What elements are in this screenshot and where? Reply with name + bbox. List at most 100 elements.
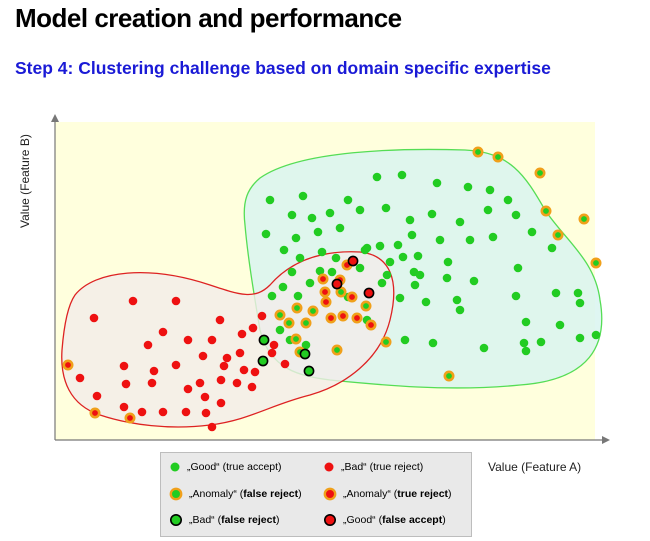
bad-point <box>143 340 153 350</box>
good-point <box>315 266 325 276</box>
bad-cluster-region <box>61 251 395 428</box>
bad-point <box>89 313 99 323</box>
legend-item-bad-false-reject: „Bad“ (false reject) <box>169 513 279 527</box>
good-point <box>395 293 405 303</box>
legend-marker-bad <box>324 462 334 472</box>
legend-item-anomaly-true-reject: „Anomaly“ (true reject) <box>323 487 452 501</box>
good-point <box>287 267 297 277</box>
legend-label-bold: true reject <box>397 488 449 500</box>
good-point <box>325 208 335 218</box>
good-point <box>317 247 327 257</box>
page-subtitle: Step 4: Clustering challenge based on do… <box>15 58 551 78</box>
legend-marker-anomaly-bad <box>323 487 337 501</box>
bad-point <box>257 311 267 321</box>
legend-label-bold: false accept <box>382 514 443 526</box>
good-point <box>421 297 431 307</box>
good-point <box>355 263 365 273</box>
legend-label-suffix: ) <box>298 488 302 500</box>
good-point <box>375 241 385 251</box>
good-point <box>382 270 392 280</box>
good-point <box>428 338 438 348</box>
good-point <box>405 215 415 225</box>
good-point <box>536 337 546 347</box>
bad-point <box>183 384 193 394</box>
bad-point <box>147 378 157 388</box>
good-point <box>335 223 345 233</box>
bad-point <box>250 367 260 377</box>
good-point <box>381 203 391 213</box>
anomaly-false-reject-point <box>578 213 590 225</box>
legend-label: „Anomaly“ ( <box>189 488 244 500</box>
bad-point <box>215 315 225 325</box>
good-point <box>407 230 417 240</box>
good-point <box>307 213 317 223</box>
good-point <box>435 235 445 245</box>
good-false-accept-point <box>347 255 359 267</box>
good-point <box>372 172 382 182</box>
good-point <box>343 195 353 205</box>
legend-label: „Good“ (true accept) <box>187 461 282 473</box>
legend-label-suffix: ) <box>275 514 280 526</box>
good-point <box>279 245 289 255</box>
bad-false-reject-point <box>258 334 270 346</box>
anomaly-true-reject-point <box>325 312 337 324</box>
good-point <box>432 178 442 188</box>
good-point <box>483 205 493 215</box>
anomaly-true-reject-point <box>365 319 377 331</box>
good-point <box>397 170 407 180</box>
good-point <box>551 288 561 298</box>
good-false-accept-point <box>363 287 375 299</box>
legend-marker-good <box>170 462 180 472</box>
good-point <box>278 282 288 292</box>
good-point <box>398 252 408 262</box>
bad-point <box>201 408 211 418</box>
bad-point <box>198 351 208 361</box>
x-axis-label: Value (Feature A) <box>488 460 582 474</box>
bad-point <box>280 359 290 369</box>
anomaly-true-reject-point <box>320 296 332 308</box>
bad-point <box>195 378 205 388</box>
y-axis-label: Value (Feature B) <box>18 134 32 228</box>
good-point <box>305 278 315 288</box>
anomaly-false-reject-point <box>335 286 347 298</box>
bad-point <box>121 379 131 389</box>
good-point <box>469 276 479 286</box>
anomaly-true-reject-point <box>124 412 136 424</box>
bad-point <box>171 296 181 306</box>
legend: „Good“ (true accept) „Bad“ (true reject)… <box>160 452 472 537</box>
bad-point <box>269 340 279 350</box>
good-false-accept-point <box>331 278 343 290</box>
good-point <box>393 240 403 250</box>
anomaly-false-reject-point <box>534 167 546 179</box>
anomaly-true-reject-point <box>317 273 329 285</box>
good-point <box>413 251 423 261</box>
good-point <box>298 191 308 201</box>
bad-point <box>222 353 232 363</box>
good-point <box>331 253 341 263</box>
anomaly-true-reject-point <box>337 310 349 322</box>
bad-point <box>128 296 138 306</box>
bad-point <box>216 375 226 385</box>
bad-point <box>119 402 129 412</box>
good-point <box>267 291 277 301</box>
bad-point <box>207 422 217 432</box>
good-point <box>573 288 583 298</box>
good-point <box>275 325 285 335</box>
bad-false-reject-point <box>303 365 315 377</box>
legend-item-anomaly-false-reject: „Anomaly“ (false reject) <box>169 487 302 501</box>
good-point <box>261 229 271 239</box>
good-point <box>313 227 323 237</box>
anomaly-false-reject-point <box>472 146 484 158</box>
bad-point <box>158 327 168 337</box>
legend-item-good: „Good“ (true accept) <box>169 461 282 473</box>
good-point <box>465 235 475 245</box>
anomaly-true-reject-point <box>89 407 101 419</box>
bad-point <box>181 407 191 417</box>
good-point <box>488 232 498 242</box>
good-point <box>547 243 557 253</box>
bad-point <box>235 348 245 358</box>
page-title: Model creation and performance <box>15 3 402 33</box>
good-point <box>400 335 410 345</box>
bad-point <box>149 366 159 376</box>
